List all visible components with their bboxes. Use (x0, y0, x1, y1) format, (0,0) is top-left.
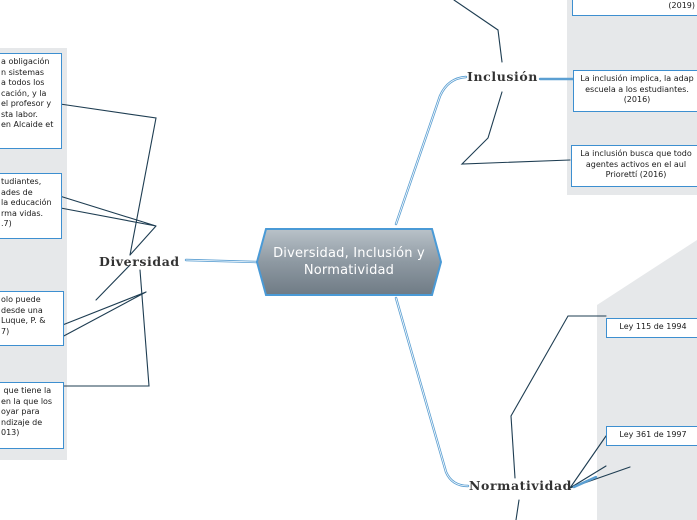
diversidad-line-4 (59, 269, 150, 387)
normatividad-line-1 (510, 315, 607, 479)
inclusion-leaf-1[interactable]: (2019) (572, 0, 697, 16)
central-topic-shape (256, 228, 442, 296)
inclusion-line-bottom (460, 91, 571, 165)
inclusion-leaf-2[interactable]: La inclusión implica, la adap escuela a … (573, 70, 697, 112)
diversidad-line-2 (49, 192, 157, 256)
inclusion-line-top (453, 0, 503, 63)
diversidad-leaf-4[interactable]: que tiene la en la que los oyar para ndi… (0, 382, 64, 449)
diversidad-line-3 (59, 264, 147, 339)
branch-inclusion[interactable]: Inclusión (467, 69, 538, 84)
normatividad-leaf-1[interactable]: Ley 115 de 1994 (606, 318, 697, 338)
diversidad-leaf-2[interactable]: tudiantes, ades de la educación rma vida… (0, 173, 62, 239)
inclusion-leaf-3[interactable]: La inclusión busca que todo agentes acti… (571, 145, 697, 187)
connector-normatividad (394, 296, 470, 488)
diversidad-line-1 (59, 103, 157, 256)
normatividad-line-3 (515, 499, 520, 520)
central-topic-title: Diversidad, Inclusión y Normatividad (273, 246, 425, 278)
diversidad-leaf-3[interactable]: olo puede desde una Luque, P. & 7) (0, 291, 64, 346)
central-topic[interactable]: Diversidad, Inclusión y Normatividad (256, 228, 442, 296)
connector-inclusion (394, 75, 468, 226)
branch-diversidad[interactable]: Diversidad (99, 254, 180, 269)
normatividad-leaf-2[interactable]: Ley 361 de 1997 (606, 426, 697, 446)
diversidad-leaf-1[interactable]: a obligación n sistemas a todos los caci… (0, 53, 62, 149)
connector-normatividad-leaf (572, 475, 598, 489)
branch-normatividad[interactable]: Normatividad (469, 478, 572, 493)
